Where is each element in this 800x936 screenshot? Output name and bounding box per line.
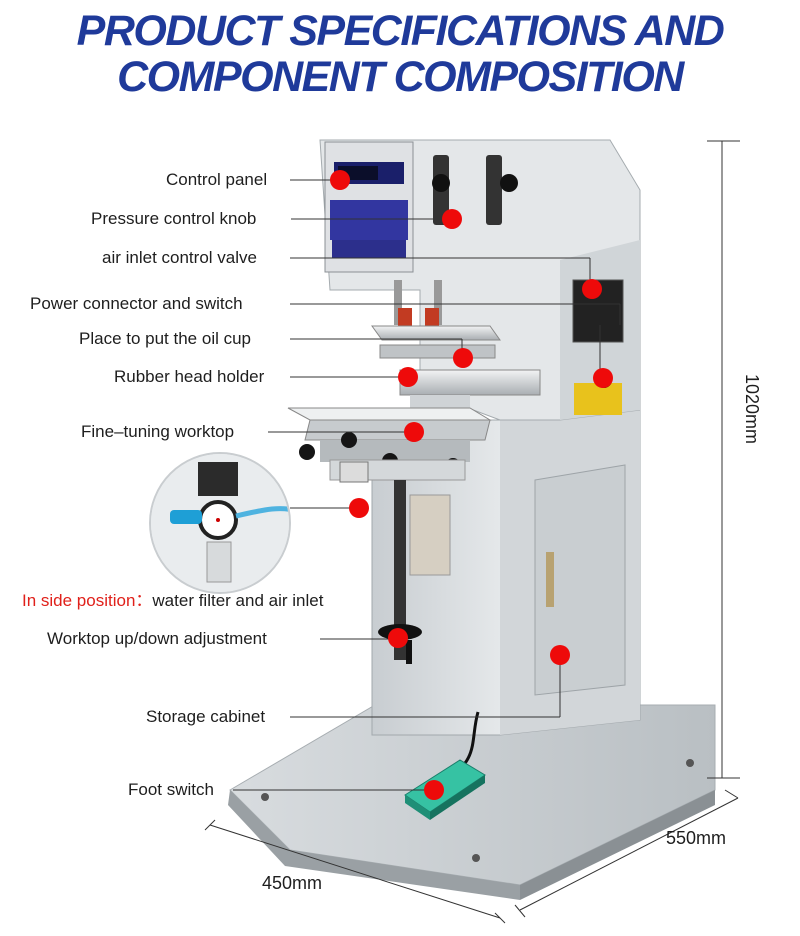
storage-cabinet-body — [371, 399, 641, 736]
dimension-height: 1020mm — [742, 374, 762, 445]
label-oil-cup: Place to put the oil cup — [79, 329, 252, 348]
label-inside-text: water filter and air inlet — [152, 591, 324, 610]
print-head — [371, 280, 541, 410]
marker-control-panel — [330, 170, 350, 190]
label-inside-prefix: In side position： — [22, 591, 153, 610]
component-markers — [330, 170, 613, 800]
label-rubber-holder: Rubber head holder — [114, 367, 265, 386]
label-worktop: Fine–tuning worktop — [81, 422, 235, 441]
label-inside-position: In side position：water filter and air in… — [22, 586, 323, 611]
marker-oil-cup — [453, 348, 473, 368]
foot-pedal — [404, 759, 486, 820]
page-title-line2: COMPONENT COMPOSITION — [117, 53, 684, 101]
label-foot-switch: Foot switch — [128, 780, 214, 799]
label-power: Power connector and switch — [30, 294, 243, 313]
label-updown: Worktop up/down adjustment — [47, 629, 267, 648]
marker-water-filter — [349, 498, 369, 518]
fine-tuning-worktop — [287, 407, 492, 483]
marker-power-switch — [593, 368, 613, 388]
leader-lines — [233, 179, 621, 791]
inset-water-filter-view — [149, 452, 291, 594]
dimension-width: 450mm — [262, 873, 323, 893]
label-storage: Storage cabinet — [146, 707, 266, 726]
dimension-depth: 550mm — [666, 828, 727, 848]
label-air-valve: air inlet control valve — [102, 248, 257, 267]
marker-foot-switch — [424, 780, 444, 800]
page-title-line1: PRODUCT SPECIFICATIONS AND — [76, 7, 725, 55]
label-control-panel: Control panel — [166, 170, 268, 189]
marker-pressure-knob — [442, 209, 462, 229]
marker-storage — [550, 645, 570, 665]
marker-worktop — [404, 422, 424, 442]
marker-rubber-holder — [398, 367, 418, 387]
marker-updown — [388, 628, 408, 648]
label-pressure-knob: Pressure control knob — [91, 209, 257, 228]
marker-air-valve — [582, 279, 602, 299]
dimension-lines — [204, 140, 740, 924]
